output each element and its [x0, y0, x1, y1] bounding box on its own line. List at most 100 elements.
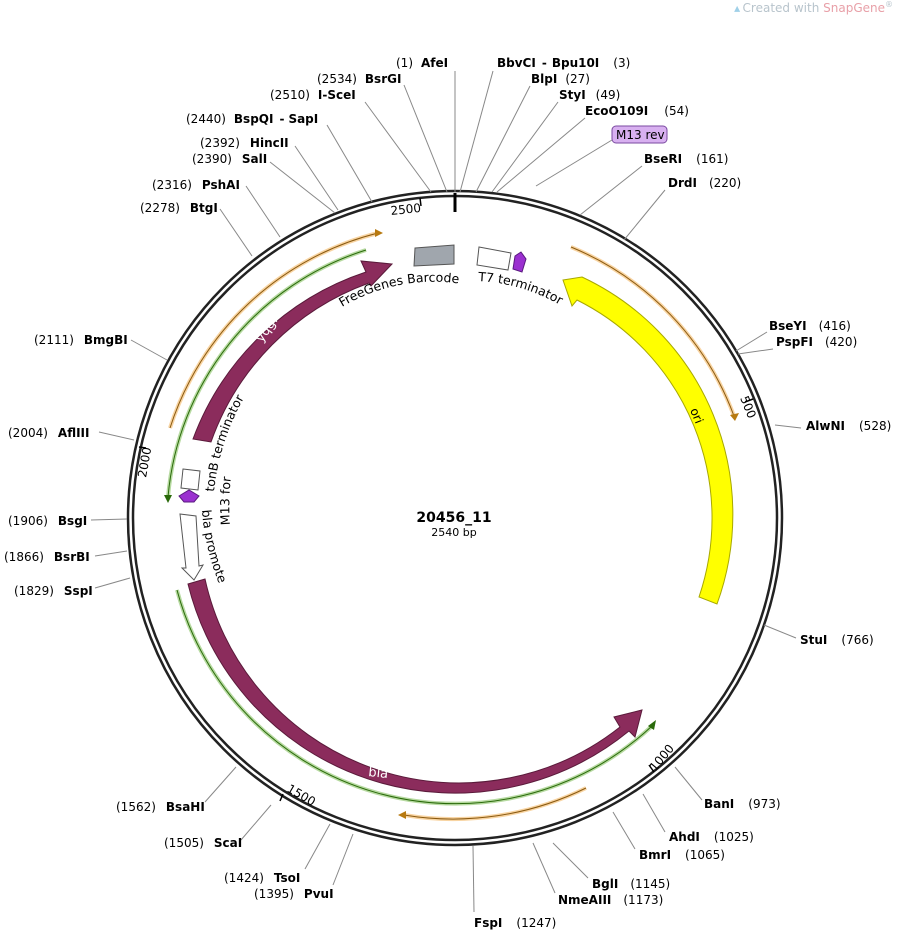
- site-btgi-name: BtgI: [190, 201, 218, 215]
- ruler-label-2000: 2000: [135, 446, 154, 479]
- site-bani[interactable]: BanI(973): [704, 797, 781, 811]
- site-pshai-name: PshAI: [202, 178, 240, 192]
- site-blpi-name: BlpI: [531, 72, 557, 86]
- orf-arcs: [164, 229, 739, 821]
- site-bani-name: BanI: [704, 797, 734, 811]
- site-ahdi[interactable]: AhdI(1025): [669, 830, 754, 844]
- leader-pvui: [332, 833, 354, 886]
- leader-sspi: [94, 577, 131, 589]
- m13-rev-label-bg: [611, 125, 668, 144]
- site-bgli[interactable]: BglI(1145): [592, 877, 670, 891]
- site-i-scei[interactable]: (2510)I-SceI: [270, 88, 356, 102]
- site-stui[interactable]: StuI (766): [800, 633, 874, 647]
- site-bsgi[interactable]: (1906) BsgI: [8, 514, 87, 528]
- site-bmri[interactable]: BmrI(1065): [639, 848, 725, 862]
- site-afei[interactable]: (1)AfeI: [396, 56, 448, 70]
- site-hincii-pos: (2392): [200, 136, 240, 150]
- t7-terminator-label-path: T7 terminator: [477, 269, 567, 308]
- site-bsrgi-pos: (2534): [317, 72, 357, 86]
- leader-pspfi: [737, 348, 774, 355]
- site-pspfi[interactable]: PspFI(420): [776, 335, 857, 349]
- watermark-mark: ®: [885, 0, 893, 9]
- site-scai[interactable]: (1505)ScaI: [164, 836, 242, 850]
- leader-alwni: [774, 424, 802, 429]
- site-afliii[interactable]: (2004)AflIII: [8, 426, 89, 440]
- site-bgli-pos: (1145): [630, 877, 670, 891]
- site-sali[interactable]: (2390) SalI: [192, 152, 267, 166]
- ruler-label-1000: 1000: [647, 742, 677, 774]
- site-labels: (1)AfeI BbvCI-Bpu10I(3) BlpI(27) StyI(49…: [4, 56, 891, 930]
- leader-bsahi: [204, 766, 237, 803]
- site-bseri-name: BseRI: [644, 152, 682, 166]
- site-bmgbi[interactable]: (2111)BmgBI: [34, 333, 128, 347]
- tonb-terminator-box: [180, 468, 201, 491]
- site-nmeaiii-pos: (1173): [623, 893, 663, 907]
- site-sali-pos: (2390): [192, 152, 232, 166]
- site-bspqi[interactable]: (2440)BspQI-SapI: [186, 112, 318, 126]
- orf-arrow-left-orange: [375, 229, 383, 237]
- site-nmeaiii[interactable]: NmeAIII (1173): [558, 893, 663, 907]
- feature-m13-for[interactable]: M13 for: [178, 475, 234, 526]
- leader-bseyi: [735, 331, 768, 352]
- site-bseri[interactable]: BseRI(161): [644, 152, 728, 166]
- site-blpi[interactable]: BlpI(27): [531, 72, 590, 86]
- site-styi[interactable]: StyI(49): [559, 88, 620, 102]
- site-bsrbi[interactable]: (1866)BsrBI: [4, 550, 90, 564]
- leader-hincii: [294, 145, 339, 211]
- site-fspi-name: FspI: [474, 916, 502, 930]
- yqgf-arrow: [192, 260, 394, 443]
- site-bsgi-name: BsgI: [58, 514, 87, 528]
- leader-bsgi: [90, 518, 128, 521]
- site-bbvci-name2: Bpu10I: [552, 56, 599, 70]
- site-bseyi[interactable]: BseYI(416): [769, 319, 851, 333]
- site-drdi-name: DrdI: [668, 176, 697, 190]
- site-ecoo109i-name: EcoO109I: [585, 104, 648, 118]
- site-sali-name: SalI: [242, 152, 267, 166]
- site-bsahi[interactable]: (1562)BsaHI: [116, 800, 205, 814]
- site-stui-name: StuI: [800, 633, 827, 647]
- site-bbvci[interactable]: BbvCI-Bpu10I (3): [497, 56, 630, 70]
- site-btgi[interactable]: (2278) BtgI: [140, 201, 218, 215]
- site-btgi-pos: (2278): [140, 201, 180, 215]
- site-afliii-pos: (2004): [8, 426, 48, 440]
- m13-for-label-path: M13 for: [217, 475, 234, 526]
- site-bspqi-sep: -: [279, 112, 284, 126]
- watermark-prefix: Created with: [742, 1, 824, 15]
- t7-terminator-label: T7 terminator: [477, 269, 567, 308]
- site-pshai[interactable]: (2316) PshAI: [152, 178, 240, 192]
- leader-tsoi: [304, 823, 331, 870]
- site-hincii[interactable]: (2392)HincII: [200, 136, 289, 150]
- site-sspi[interactable]: (1829)SspI: [14, 584, 93, 598]
- site-fspi[interactable]: FspI(1247): [474, 916, 556, 930]
- feature-m13-rev[interactable]: M13 rev: [512, 125, 668, 273]
- site-alwni[interactable]: AlwNI(528): [806, 419, 891, 433]
- feature-ori[interactable]: ori: [562, 276, 734, 605]
- site-tsoi-name: TsoI: [274, 871, 300, 885]
- site-bmri-pos: (1065): [685, 848, 725, 862]
- site-drdi[interactable]: DrdI(220): [668, 176, 741, 190]
- m13-for-label: M13 for: [217, 475, 234, 526]
- leader-ahdi: [642, 793, 666, 833]
- site-pshai-pos: (2316): [152, 178, 192, 192]
- orf-arc-bottom-green-core: [176, 589, 653, 805]
- leader-bmri: [612, 811, 636, 850]
- site-bmgbi-pos: (2111): [34, 333, 74, 347]
- site-pvui-pos: (1395): [254, 887, 294, 901]
- site-ecoo109i[interactable]: EcoO109I(54): [585, 104, 689, 118]
- site-nmeaiii-name: NmeAIII: [558, 893, 611, 907]
- site-bbvci-sep: -: [542, 56, 547, 70]
- site-bsrgi[interactable]: (2534)BsrGI: [317, 72, 401, 86]
- watermark-icon: ▴: [734, 1, 743, 15]
- m13-for-arrow: [178, 489, 200, 503]
- leader-sali: [269, 161, 336, 214]
- site-tsoi[interactable]: (1424)TsoI: [224, 871, 300, 885]
- site-bsahi-name: BsaHI: [166, 800, 205, 814]
- site-bbvci-name: BbvCI: [497, 56, 536, 70]
- site-bbvci-pos: (3): [613, 56, 630, 70]
- feature-bla[interactable]: bla: [187, 578, 643, 794]
- site-stui-pos: (766): [841, 633, 873, 647]
- site-bsgi-pos: (1906): [8, 514, 48, 528]
- site-pvui[interactable]: (1395)PvuI: [254, 887, 334, 901]
- orf-arrow-bottom-green: [648, 720, 656, 730]
